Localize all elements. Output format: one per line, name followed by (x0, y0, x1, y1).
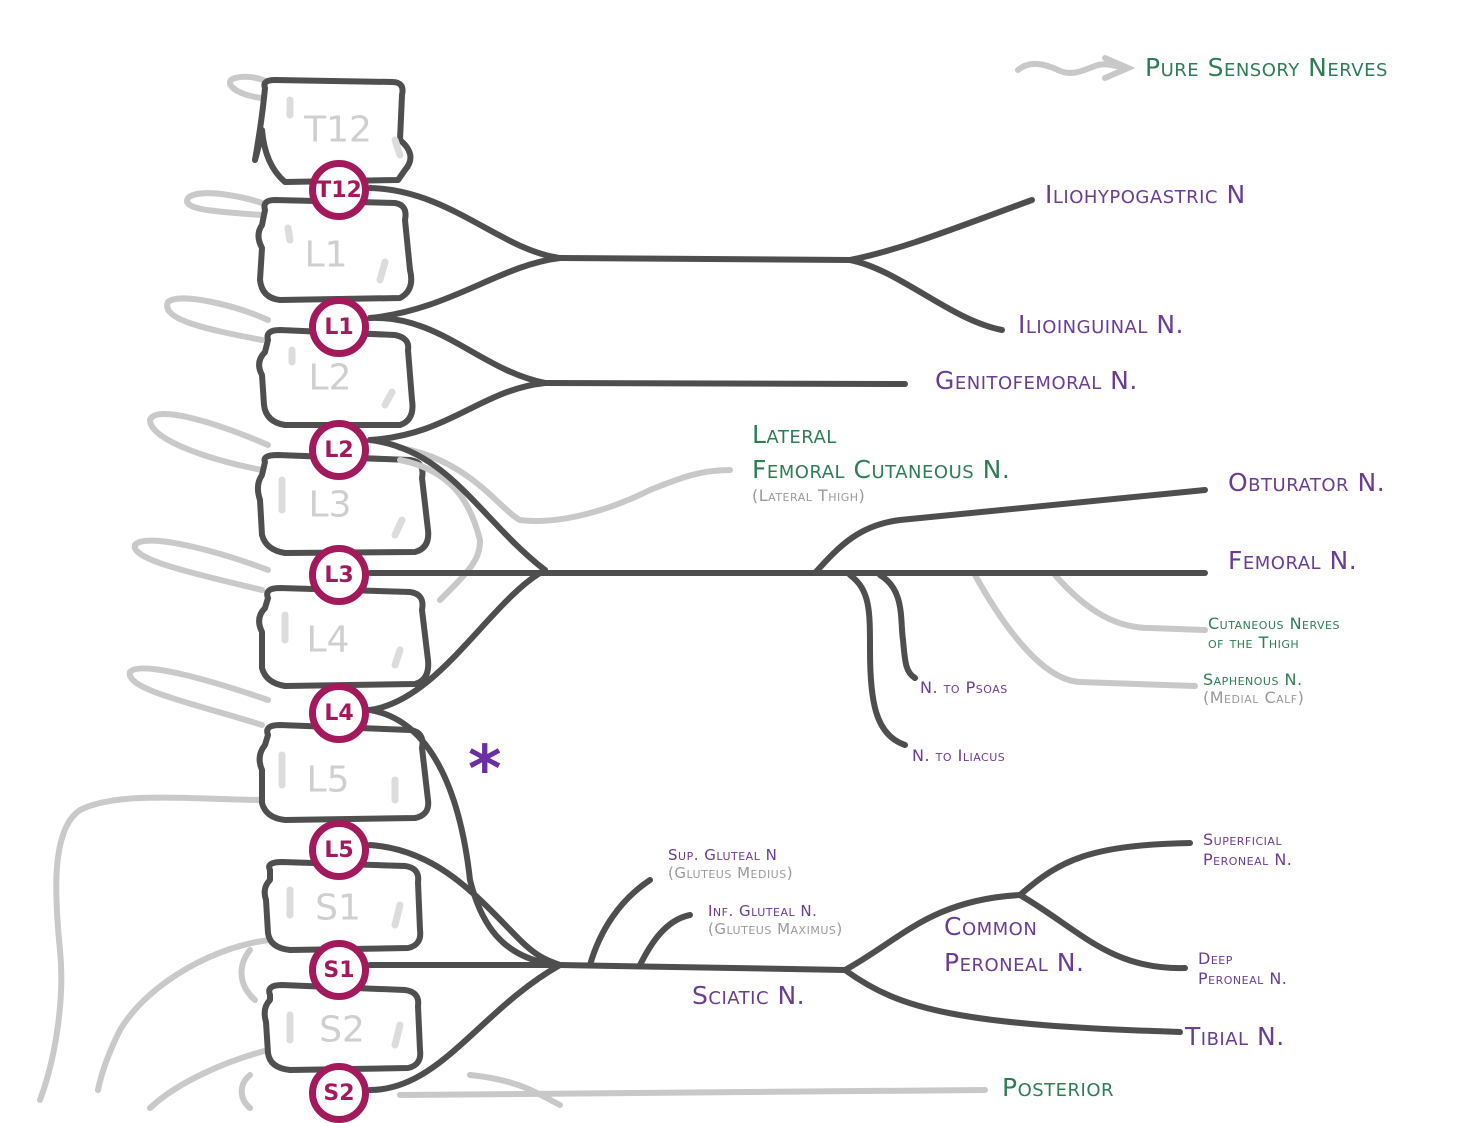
label-obturator: Obturator N. (1228, 468, 1386, 497)
asterisk-marker: * (468, 733, 502, 807)
label-tibial: Tibial N. (1185, 1022, 1285, 1051)
root-l3: L3 (309, 545, 369, 605)
label-deep-peroneal-line1: Deep (1198, 949, 1233, 968)
sensory-nerves (397, 55, 1208, 1108)
label-lateral-femoral-note: (Lateral Thigh) (752, 486, 866, 505)
label-superficial-peroneal-line2: Peroneal N. (1203, 850, 1293, 869)
label-psoas: N. to Psoas (920, 678, 1008, 697)
root-l2: L2 (309, 420, 369, 480)
root-l4: L4 (309, 683, 369, 743)
label-saphenous-note: (Medial Calf) (1203, 688, 1305, 707)
vertebra-label-t12: T12 (304, 109, 372, 151)
root-t12: T12 (309, 160, 369, 220)
label-iliohypogastric: Iliohypogastric N (1045, 180, 1246, 209)
vertebral-bodies (252, 77, 432, 1073)
root-s1: S1 (309, 940, 369, 1000)
label-genitofemoral: Genitofemoral N. (935, 366, 1138, 395)
vertebra-label-l5: L5 (306, 759, 350, 801)
label-sup-gluteal: Sup. Gluteal N (668, 846, 778, 864)
vertebra-label-l1: L1 (304, 234, 348, 276)
vertebra-shading (278, 96, 406, 1049)
label-inf-gluteal: Inf. Gluteal N. (708, 902, 818, 920)
label-deep-peroneal-line2: Peroneal N. (1198, 969, 1288, 988)
vertebra-label-l2: L2 (308, 357, 352, 399)
vertebra-label-s2: S2 (319, 1009, 365, 1051)
label-saphenous: Saphenous N. (1203, 670, 1303, 689)
label-posterior: Posterior (1002, 1073, 1115, 1102)
root-l1: L1 (309, 297, 369, 357)
label-common-peroneal-line1: Common (944, 912, 1038, 941)
label-femoral: Femoral N. (1228, 546, 1358, 575)
label-lateral-femoral-line1: Lateral (752, 420, 837, 449)
label-lateral-femoral-line2: Femoral Cutaneous N. (752, 455, 1011, 484)
label-sup-gluteal-note: (Gluteus Medius) (668, 864, 794, 882)
label-ilioinguinal: Ilioinguinal N. (1018, 310, 1184, 339)
root-l5: L5 (309, 820, 369, 880)
root-s2: S2 (309, 1063, 369, 1123)
nerves (367, 185, 1208, 1093)
vertebra-label-l3: L3 (308, 484, 352, 526)
legend-label: Pure Sensory Nerves (1145, 53, 1388, 82)
vertebra-label-l4: L4 (306, 619, 350, 661)
label-cutaneous-thigh-line2: of the Thigh (1208, 633, 1300, 652)
vertebra-label-s1: S1 (315, 887, 361, 929)
label-superficial-peroneal-line1: Superficial (1203, 830, 1283, 849)
label-cutaneous-thigh-line1: Cutaneous Nerves (1208, 614, 1340, 633)
label-common-peroneal-line2: Peroneal N. (944, 948, 1085, 977)
label-inf-gluteal-note: (Gluteus Maximus) (708, 920, 843, 938)
bone-outlines (37, 73, 283, 1111)
label-sciatic: Sciatic N. (692, 981, 806, 1010)
label-iliacus: N. to Iliacus (912, 746, 1006, 765)
